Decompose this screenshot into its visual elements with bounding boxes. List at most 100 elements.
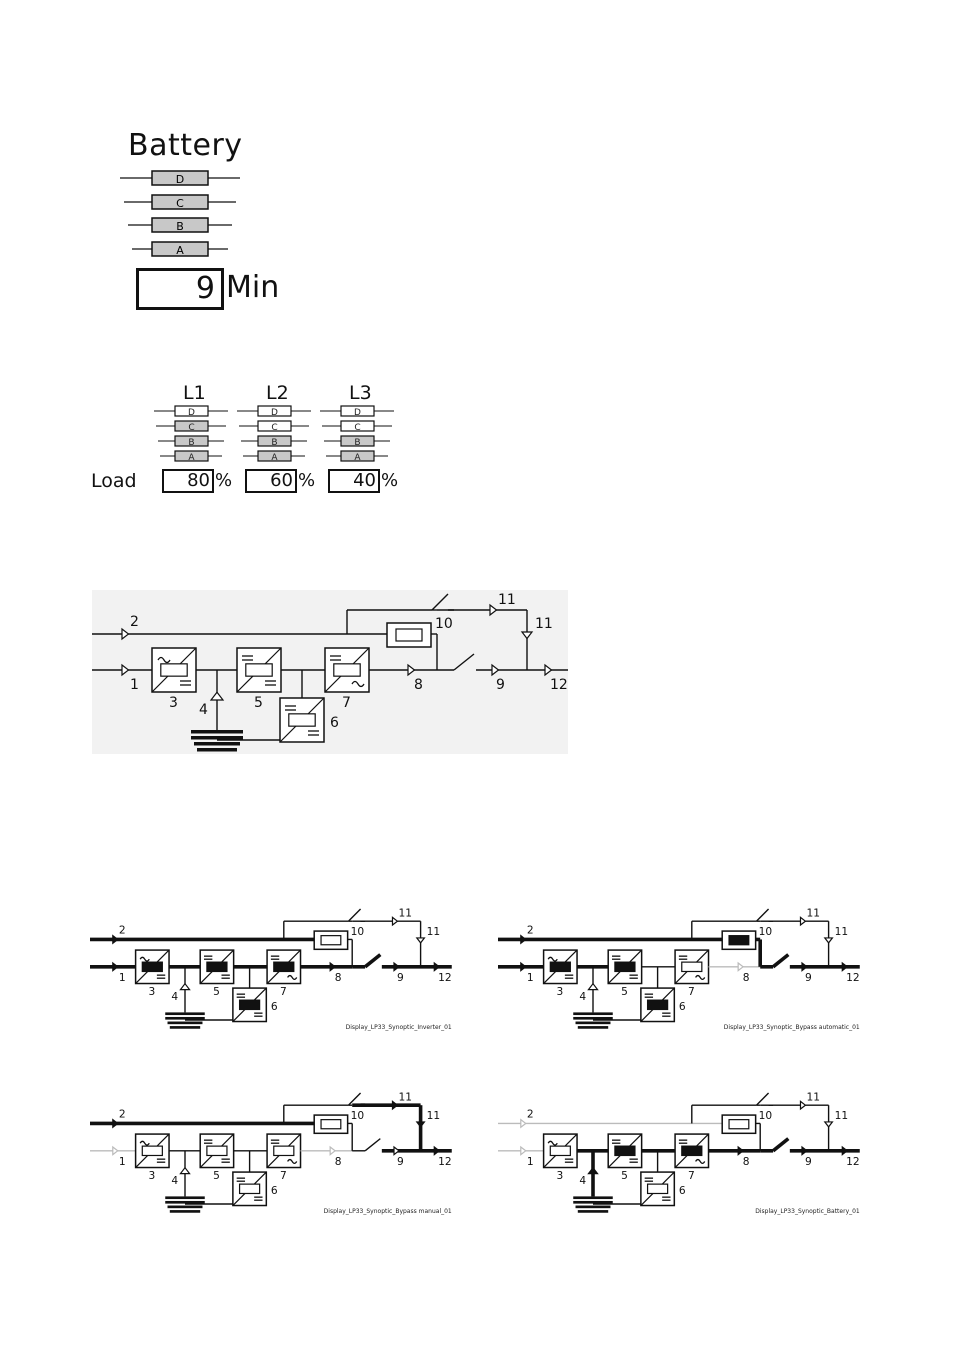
battery-title: Battery [128, 128, 243, 163]
battery-bar-label: B [176, 220, 184, 233]
node-number: 10 [351, 1109, 365, 1122]
load-bar-segment [174, 450, 209, 462]
ground-symbol [577, 1026, 609, 1029]
ground-symbol [191, 736, 243, 740]
node-number: 12 [550, 677, 568, 693]
load-bar-label: D [188, 408, 195, 418]
output-switch-blade [364, 1138, 381, 1152]
load-bar-segment [257, 420, 292, 432]
node-number: 4 [579, 1174, 586, 1187]
load-bar-segment [257, 435, 292, 447]
ac-symbol [139, 956, 150, 962]
output-switch-blade [453, 653, 475, 671]
load-bar-label: B [188, 438, 194, 448]
node-number: 10 [759, 1109, 773, 1122]
load-bar-label: A [188, 453, 195, 463]
output-switch-blade [771, 1137, 790, 1153]
phase-title-l2: L2 [266, 382, 289, 404]
ground-symbol [194, 742, 240, 746]
ac-symbol [695, 1158, 706, 1164]
node-number: 11 [835, 1109, 849, 1122]
flow-arrow [841, 1145, 849, 1156]
static-switch-indicator [320, 1119, 342, 1130]
node-number: 6 [271, 1000, 278, 1013]
ground-symbol [167, 1021, 203, 1025]
load-bar-label: B [354, 438, 360, 448]
flow-arrow [520, 1145, 527, 1156]
node-number: 4 [579, 990, 586, 1003]
module-indicator [681, 1145, 703, 1157]
ground-symbol [165, 1196, 205, 1200]
node-number: 5 [213, 1169, 220, 1182]
flow-arrow [823, 937, 834, 944]
flow-arrow [587, 982, 599, 991]
flow-arrow [799, 916, 807, 927]
node-number: 9 [496, 677, 505, 693]
ac-symbol [157, 656, 171, 664]
flow-arrow [112, 961, 119, 972]
flow-arrow [489, 603, 498, 617]
node-number: 3 [149, 985, 156, 998]
ac-symbol [351, 680, 365, 688]
load-bar-label: C [271, 423, 277, 433]
phase-title-l1: L1 [183, 382, 206, 404]
ground-symbol [573, 1016, 613, 1020]
ground-symbol [575, 1021, 611, 1025]
ground-symbol [197, 748, 237, 752]
manual-bypass-switch [347, 1092, 362, 1106]
node-number: 8 [743, 1155, 750, 1168]
flow-arrow [433, 1145, 441, 1156]
node-number: 8 [335, 971, 342, 984]
phase-title-l3: L3 [349, 382, 372, 404]
module-indicator [288, 713, 316, 727]
load-unit-l1: % [215, 470, 233, 491]
node-number: 4 [171, 990, 178, 1003]
flow-arrow [737, 1145, 745, 1156]
module-indicator [206, 961, 228, 973]
load-bar-label: D [271, 408, 278, 418]
flow-arrow [520, 631, 534, 640]
ground-symbol [573, 1012, 613, 1016]
manual-bypass-switch [431, 593, 449, 611]
flow-arrow [491, 663, 500, 677]
node-number: 6 [679, 1184, 686, 1197]
ac-symbol [547, 956, 558, 962]
node-number: 7 [688, 985, 695, 998]
flow-arrow [520, 1118, 527, 1129]
load-value-l2: 60 [245, 469, 297, 493]
node-number: 7 [280, 985, 287, 998]
load-bar-label: A [271, 453, 278, 463]
node-number: 7 [688, 1169, 695, 1182]
flow-arrow [209, 691, 225, 701]
module-indicator [333, 663, 361, 677]
ac-symbol [287, 1158, 298, 1164]
battery-bar-label: D [176, 173, 184, 186]
node-number: 2 [130, 614, 139, 630]
node-number: 11 [807, 907, 821, 920]
ac-symbol [139, 1140, 150, 1146]
ground-symbol [165, 1016, 205, 1020]
output-switch-blade [363, 953, 382, 969]
node-number: 1 [119, 1155, 126, 1168]
node-number: 11 [427, 1109, 441, 1122]
node-number: 10 [351, 925, 365, 938]
node-number: 2 [119, 923, 126, 936]
flow-arrow [520, 961, 527, 972]
node-number: 2 [119, 1107, 126, 1120]
node-number: 1 [130, 677, 139, 693]
load-bar-segment [174, 420, 209, 432]
node-number: 12 [438, 971, 452, 984]
load-bar-label: C [188, 423, 194, 433]
battery-bar-c: C [124, 194, 236, 210]
module-indicator [273, 961, 295, 973]
node-number: 6 [271, 1184, 278, 1197]
module-indicator [646, 1183, 669, 1195]
node-number: 6 [330, 715, 339, 731]
node-number: 5 [213, 985, 220, 998]
ac-symbol [695, 974, 706, 980]
node-number: 9 [397, 971, 404, 984]
